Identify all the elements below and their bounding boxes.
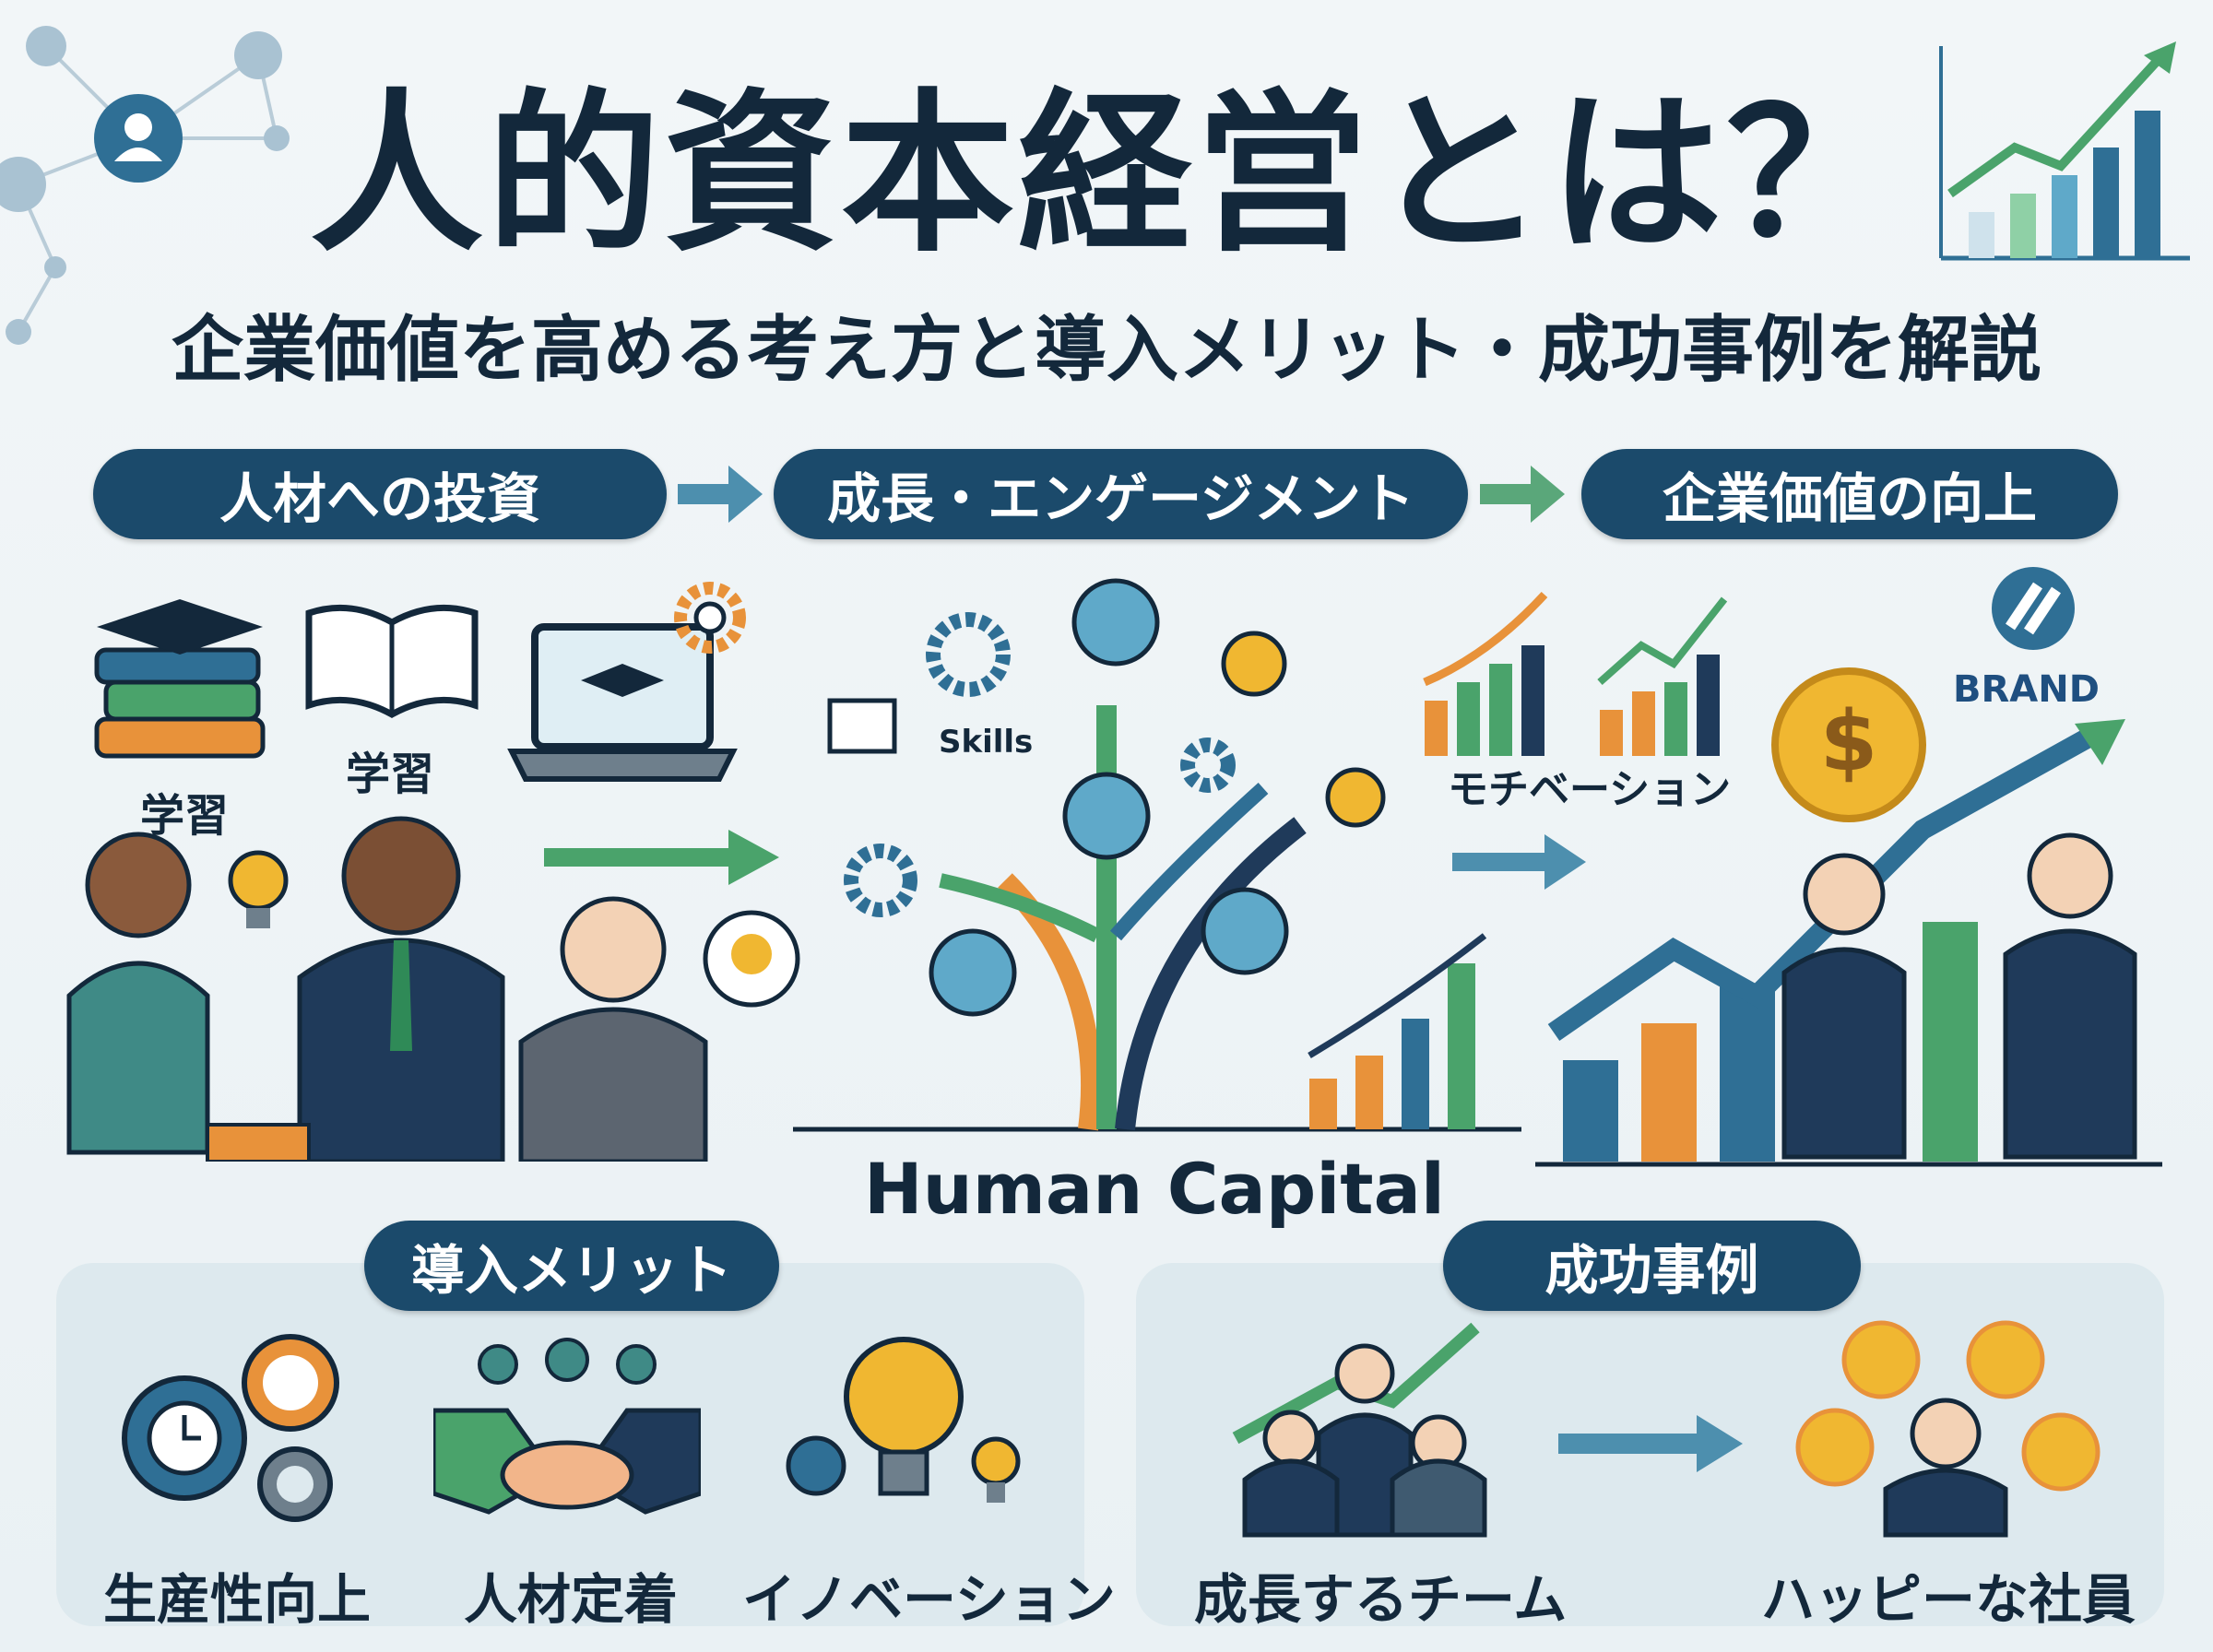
arrow-right-icon xyxy=(1480,466,1565,523)
case-label-happy-employees: ハッピーな社員 xyxy=(1761,1568,2136,1631)
business-people-illustration xyxy=(66,816,800,1162)
brand-label: BRAND xyxy=(1953,668,2100,711)
motivation-charts-icon xyxy=(1423,591,1728,756)
flow-step-investment: 人材への投資 xyxy=(93,449,667,539)
study-label: 学習 xyxy=(140,790,230,842)
study-label: 学習 xyxy=(346,749,435,800)
arrow-right-icon xyxy=(1558,1415,1743,1472)
human-capital-tree-illustration xyxy=(793,578,1521,1132)
corporate-growth-illustration xyxy=(1535,719,2162,1167)
team-growth-icon xyxy=(1232,1322,1487,1538)
success-cases-heading: 成功事例 xyxy=(1443,1221,1861,1311)
flow-step-engagement: 成長・エンゲージメント xyxy=(774,449,1468,539)
handshake-icon xyxy=(433,1338,701,1515)
laptop-elearning-icon xyxy=(507,582,746,782)
coin-dollar-icon: $ xyxy=(1771,667,1926,822)
arrow-right-icon xyxy=(544,830,779,885)
arrow-right-icon xyxy=(678,466,763,523)
open-book-icon xyxy=(305,604,479,719)
benefit-label-retention: 人材定着 xyxy=(464,1568,679,1631)
arrow-right-icon xyxy=(1452,834,1586,890)
brand-logo-icon xyxy=(1992,567,2075,650)
happy-employees-icon xyxy=(1795,1320,2101,1538)
network-decoration xyxy=(0,26,290,345)
benefits-heading: 導入メリット xyxy=(364,1221,779,1311)
skills-label: Skills xyxy=(939,724,1034,761)
motivation-label: モチベーション xyxy=(1448,766,1732,813)
gears-clock-icon xyxy=(122,1334,339,1522)
benefit-label-productivity: 生産性向上 xyxy=(103,1568,372,1631)
benefit-label-innovation: イノベーション xyxy=(742,1568,1116,1631)
case-label-growing-team: 成長するチーム xyxy=(1194,1568,1568,1631)
human-capital-caption: Human Capital xyxy=(864,1148,1445,1230)
page-title: 人的資本経営とは？ xyxy=(310,74,1903,276)
lightbulb-icon xyxy=(786,1337,1021,1503)
page-subtitle: 企業価値を高める考え方と導入メリット・成功事例を解説 xyxy=(171,309,2041,392)
growth-chart-icon xyxy=(1939,41,2190,261)
svg-text:$: $ xyxy=(1820,693,1878,790)
flow-step-corporate-value: 企業価値の向上 xyxy=(1581,449,2118,539)
books-graduation-cap-icon xyxy=(94,599,266,759)
